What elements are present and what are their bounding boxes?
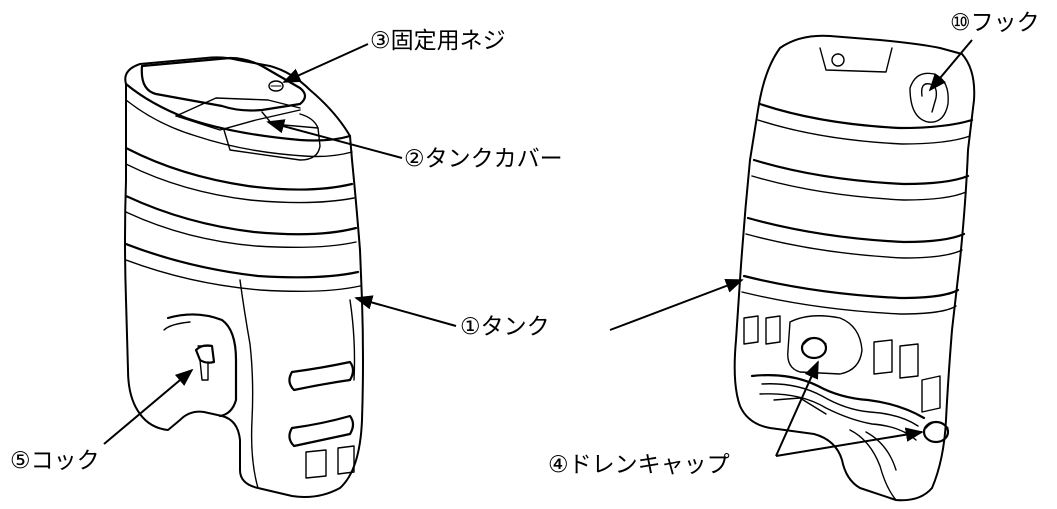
tank-rear-view [733,34,976,502]
tank-front-view [124,56,364,498]
label-drain-cap: ④ドレンキャップ [548,452,730,478]
arrow-tank-cover [266,119,403,159]
arrow-fixing-screw [282,43,369,83]
label-fixing-screw: ③固定用ネジ [370,28,506,54]
label-cock: ⑤コック [10,448,100,474]
label-tank: ①タンク [460,314,550,340]
fixing-screw [268,80,284,92]
arrow-tank-right [609,279,744,331]
arrow-tank-left [354,295,457,327]
drain-cap-2 [922,420,950,444]
drain-cap-1 [800,336,828,360]
leader-lines [103,39,973,457]
arrow-drain-cap-1 [775,360,819,457]
arrow-hook [928,39,973,92]
arrow-cock [103,368,194,445]
tank-rear-body-outline [733,34,976,502]
tank-cover [140,56,307,112]
label-hook: ⑩フック [950,10,1040,36]
arrow-drain-cap-2 [775,427,924,457]
label-tank-cover: ②タンクカバー [404,146,563,172]
cock [194,344,216,381]
